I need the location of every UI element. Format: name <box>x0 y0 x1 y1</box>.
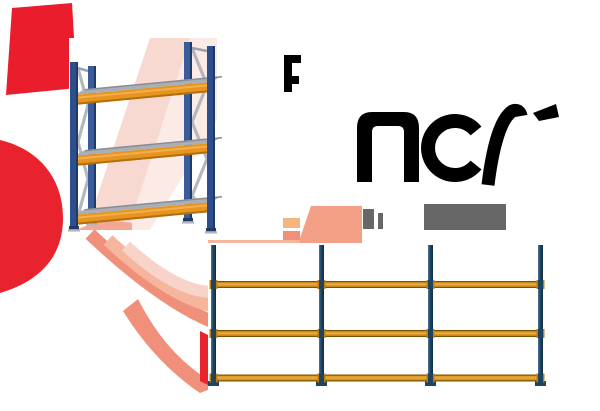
red-sliver-shape <box>200 331 208 385</box>
wire-upright-highlight <box>211 245 213 381</box>
wire-foot <box>208 381 219 386</box>
wire-beam-connector-post <box>428 280 433 289</box>
text-fragment-stroke <box>481 103 528 186</box>
rack-foot-plate <box>205 231 217 234</box>
wireframe-rack-diagram <box>208 243 600 390</box>
text-fragment-wedge <box>533 104 559 121</box>
rack-upright-shade <box>213 46 215 228</box>
wire-beam-bottom-edge <box>211 335 543 337</box>
gray-bar <box>424 204 506 230</box>
rack-upright-shade <box>94 66 96 220</box>
rack-foot <box>206 228 216 232</box>
rack-foot-plate <box>86 223 98 226</box>
pallet-rack-3d-illustration <box>68 42 222 234</box>
wire-upright <box>428 245 433 381</box>
gray-text-fragment <box>378 213 383 229</box>
gray-text-fragments <box>363 209 383 229</box>
shelf-deck-edge <box>85 76 222 91</box>
shelf-deck-edge <box>85 137 222 152</box>
rack-upright <box>184 42 192 218</box>
wire-upright <box>319 245 324 381</box>
rack-upright <box>207 46 215 228</box>
wire-beam-connector-post <box>538 329 543 338</box>
wire-beam-connector-post <box>211 329 216 338</box>
wire-foot <box>316 381 327 386</box>
shelf-beam-highlight <box>74 145 211 160</box>
frame-top-brace <box>191 46 208 53</box>
wire-upright-shade <box>214 245 216 381</box>
salmon-arc-bottom-shape <box>123 299 218 393</box>
gray-text-fragment <box>363 209 374 229</box>
wire-beam-highlight <box>211 332 543 335</box>
wire-beam-connector-post <box>211 373 216 383</box>
pink-deep-sliver <box>76 221 132 230</box>
rack-foot <box>69 226 79 230</box>
wire-upright <box>211 245 216 381</box>
pink-arc-outer <box>85 229 216 329</box>
text-fragment-f <box>284 55 301 92</box>
wireframe-panel-bg <box>208 243 600 390</box>
wire-beam-connector-post <box>428 373 433 383</box>
red-ribbon-shape <box>6 3 77 95</box>
text-fragments <box>284 55 559 186</box>
wire-beam-connector-post <box>538 280 543 289</box>
shelf-beam-shadow <box>74 210 211 225</box>
wire-beam-connector-post <box>538 373 543 383</box>
red-arc-left-shape <box>0 140 64 293</box>
wire-beam-bottom-edge <box>211 380 543 382</box>
wire-upright-highlight <box>428 245 430 381</box>
wire-beam-connector-post <box>319 329 324 338</box>
rack-foot-plate <box>68 229 80 232</box>
wire-upright-shade <box>431 245 433 381</box>
rack-foot <box>183 218 193 222</box>
rack-upright <box>70 62 78 226</box>
rack-upright <box>88 66 96 220</box>
wire-upright-highlight <box>319 245 321 381</box>
salmon-baseline-strip <box>208 240 300 245</box>
shelf-beam-shadow <box>74 90 211 105</box>
wire-upright-shade <box>322 245 324 381</box>
rack-foot-plate <box>182 221 194 224</box>
wire-beam-highlight <box>211 376 543 379</box>
wire-beam-top-edge <box>211 281 543 283</box>
rack-upright-shade <box>190 42 192 218</box>
gray-bar-group <box>363 204 506 230</box>
text-fragment-n <box>357 112 419 182</box>
wire-upright-shade <box>541 245 543 381</box>
rack-upright-shade <box>76 62 78 226</box>
wire-foot <box>425 381 436 386</box>
wire-beam-top-edge <box>211 330 543 332</box>
wire-beam-connector-post <box>428 329 433 338</box>
text-fragment-c <box>421 114 482 182</box>
wire-beam-connector-post <box>319 280 324 289</box>
wire-foot <box>535 381 546 386</box>
pink-arc-middle <box>103 235 215 313</box>
orange-strip-shape <box>283 218 300 228</box>
wire-beam-bottom-edge <box>211 286 543 288</box>
shelf-beam-highlight <box>74 84 211 99</box>
shelf-deck-edge <box>85 196 222 211</box>
salmon-arrow-shape <box>298 206 362 244</box>
wire-upright-highlight <box>538 245 540 381</box>
wire-beam-highlight <box>211 283 543 286</box>
wire-beam-connector-post <box>319 373 324 383</box>
wire-upright <box>538 245 543 381</box>
wire-beam-connector-post <box>211 280 216 289</box>
pink-arc-inner <box>121 241 214 298</box>
wire-beam-top-edge <box>211 374 543 376</box>
shelf-beam-shadow <box>74 151 211 166</box>
shelf-beam-highlight <box>74 204 211 219</box>
frame-top-brace <box>77 66 89 73</box>
